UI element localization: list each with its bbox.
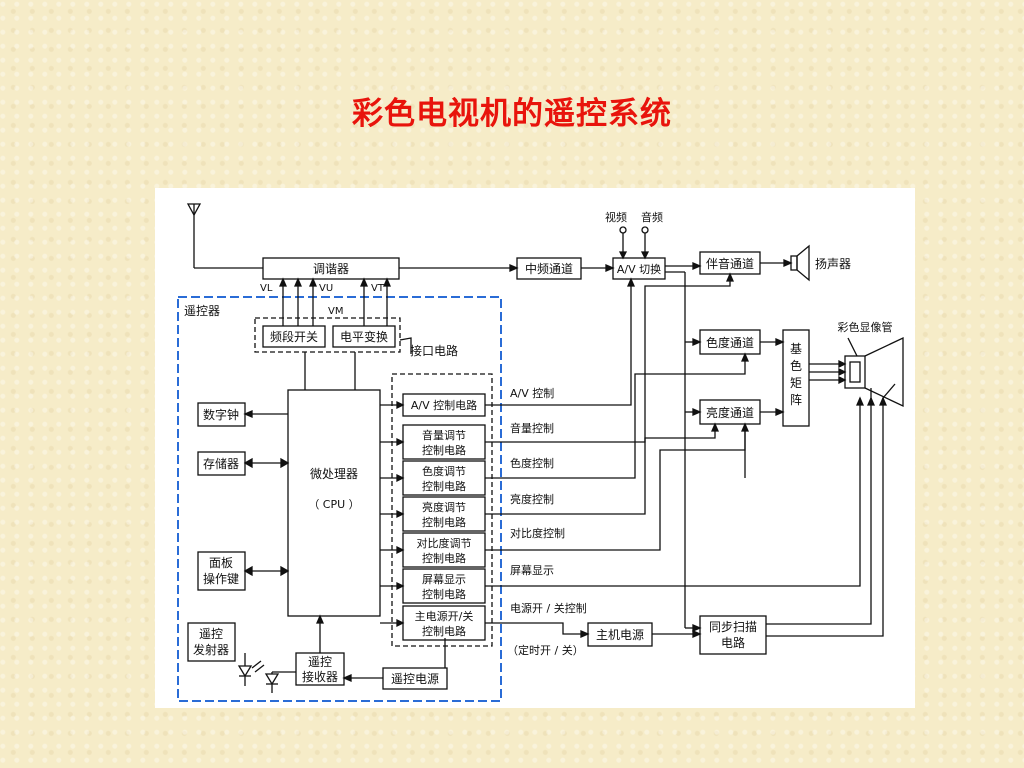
- svg-text:色度调节: 色度调节: [422, 464, 466, 478]
- matrix-label: 基色矩阵: [790, 342, 802, 407]
- svg-text:控制电路: 控制电路: [422, 551, 466, 565]
- vt-label: VT: [371, 283, 385, 294]
- svg-text:亮度调节: 亮度调节: [422, 500, 466, 514]
- signal-volume-label: 音量控制: [510, 421, 554, 435]
- svg-text:控制电路: 控制电路: [422, 624, 466, 638]
- sound-channel-label: 伴音通道: [706, 256, 754, 271]
- remote-tx-block: [187, 622, 236, 662]
- svg-text:A/V 控制电路: A/V 控制电路: [411, 398, 477, 412]
- audio-label: 音频: [641, 210, 663, 224]
- interface-circuit-label: 接口电路: [410, 343, 458, 358]
- vm-label: VM: [328, 306, 343, 317]
- remote-rx-line1: 遥控: [308, 655, 332, 669]
- av-switch-block: [612, 257, 666, 280]
- svg-text:控制电路: 控制电路: [422, 515, 466, 529]
- sync-scan-line1: 同步扫描: [709, 620, 757, 634]
- luma-channel-label: 亮度通道: [706, 405, 754, 420]
- band-switch-block: [262, 325, 326, 348]
- signal-osd-label: 屏幕显示: [510, 563, 554, 577]
- signal-chroma-label: 色度控制: [510, 456, 554, 470]
- sync-scan-block: [699, 615, 767, 655]
- control-circuit-osd: 屏幕显示 控制电路: [402, 568, 486, 604]
- signal-contrast-label: 对比度控制: [510, 526, 565, 540]
- memory-label: 存储器: [203, 456, 239, 471]
- signal-brightness-label: 亮度控制: [510, 492, 554, 506]
- antenna-icon: [186, 203, 263, 269]
- signal-power-label: 电源开 / 关控制: [510, 601, 587, 615]
- remote-tx-line1: 遥控: [199, 627, 223, 641]
- vu-label: VU: [319, 283, 333, 294]
- timer-label: （定时开 / 关）: [507, 643, 584, 657]
- audio-input-jack-icon: [640, 226, 650, 260]
- signal-av-label: A/V 控制: [510, 386, 554, 400]
- video-input-jack-icon: [618, 226, 628, 260]
- level-shift-label: 电平变换: [340, 329, 388, 344]
- svg-text:音量调节: 音量调节: [422, 428, 466, 442]
- main-power-label: 主机电源: [596, 628, 644, 642]
- control-circuit-power: 主电源开/关 控制电路: [402, 605, 486, 641]
- control-circuit-contrast: 对比度调节 控制电路: [402, 532, 486, 568]
- sync-scan-line2: 电路: [721, 635, 745, 650]
- svg-text:控制电路: 控制电路: [422, 443, 466, 457]
- vl-label: VL: [260, 283, 273, 294]
- panel-keys-line2: 操作键: [203, 571, 239, 586]
- chroma-channel-label: 色度通道: [706, 335, 754, 350]
- crt-label: 彩色显像管: [838, 320, 893, 334]
- cpu-label-line2: （ CPU ）: [308, 498, 359, 511]
- video-label: 视频: [605, 210, 627, 224]
- diagram-panel: 调谐器 中频通道 A/V 切换 视频 音频 伴音通道 扬声器 色度通道: [155, 188, 915, 708]
- av-switch-label: A/V 切换: [617, 262, 661, 276]
- cpu-block: [287, 389, 381, 617]
- svg-text:控制电路: 控制电路: [422, 479, 466, 493]
- matrix-block: [782, 329, 810, 427]
- remote-rx-line2: 接收器: [302, 669, 338, 684]
- remote-control-block-diagram: 调谐器 中频通道 A/V 切换 视频 音频 伴音通道 扬声器 色度通道: [177, 203, 904, 702]
- control-circuit-volume: 音量调节 控制电路: [402, 424, 486, 460]
- interface-circuit-frame: [254, 317, 401, 353]
- speaker-icon: [790, 244, 810, 282]
- tuner-label: 调谐器: [313, 262, 349, 276]
- control-circuit-av: A/V 控制电路: [402, 393, 486, 417]
- if-channel-label: 中频通道: [525, 261, 573, 276]
- panel-keys-line1: 面板: [209, 556, 233, 570]
- speaker-label: 扬声器: [815, 256, 851, 271]
- remote-tx-line2: 发射器: [193, 642, 229, 657]
- crt-icon: [844, 336, 904, 408]
- band-switch-label: 频段开关: [270, 329, 318, 344]
- remote-controller-label: 遥控器: [184, 304, 220, 318]
- svg-text:主电源开/关: 主电源开/关: [415, 609, 474, 623]
- svg-text:屏幕显示: 屏幕显示: [422, 572, 466, 586]
- control-circuit-brightness: 亮度调节 控制电路: [402, 496, 486, 532]
- remote-controller-frame: [177, 296, 502, 702]
- digital-clock-label: 数字钟: [203, 407, 239, 422]
- slide-title: 彩色电视机的遥控系统: [352, 96, 672, 132]
- svg-text:对比度调节: 对比度调节: [417, 536, 472, 550]
- cpu-label-line1: 微处理器: [310, 467, 358, 481]
- remote-power-label: 遥控电源: [391, 672, 439, 686]
- ir-led-icon: [237, 653, 265, 686]
- ir-receiver-icon: [264, 671, 296, 693]
- control-circuit-chroma: 色度调节 控制电路: [402, 460, 486, 496]
- control-circuits-frame: [391, 373, 493, 647]
- svg-text:控制电路: 控制电路: [422, 587, 466, 601]
